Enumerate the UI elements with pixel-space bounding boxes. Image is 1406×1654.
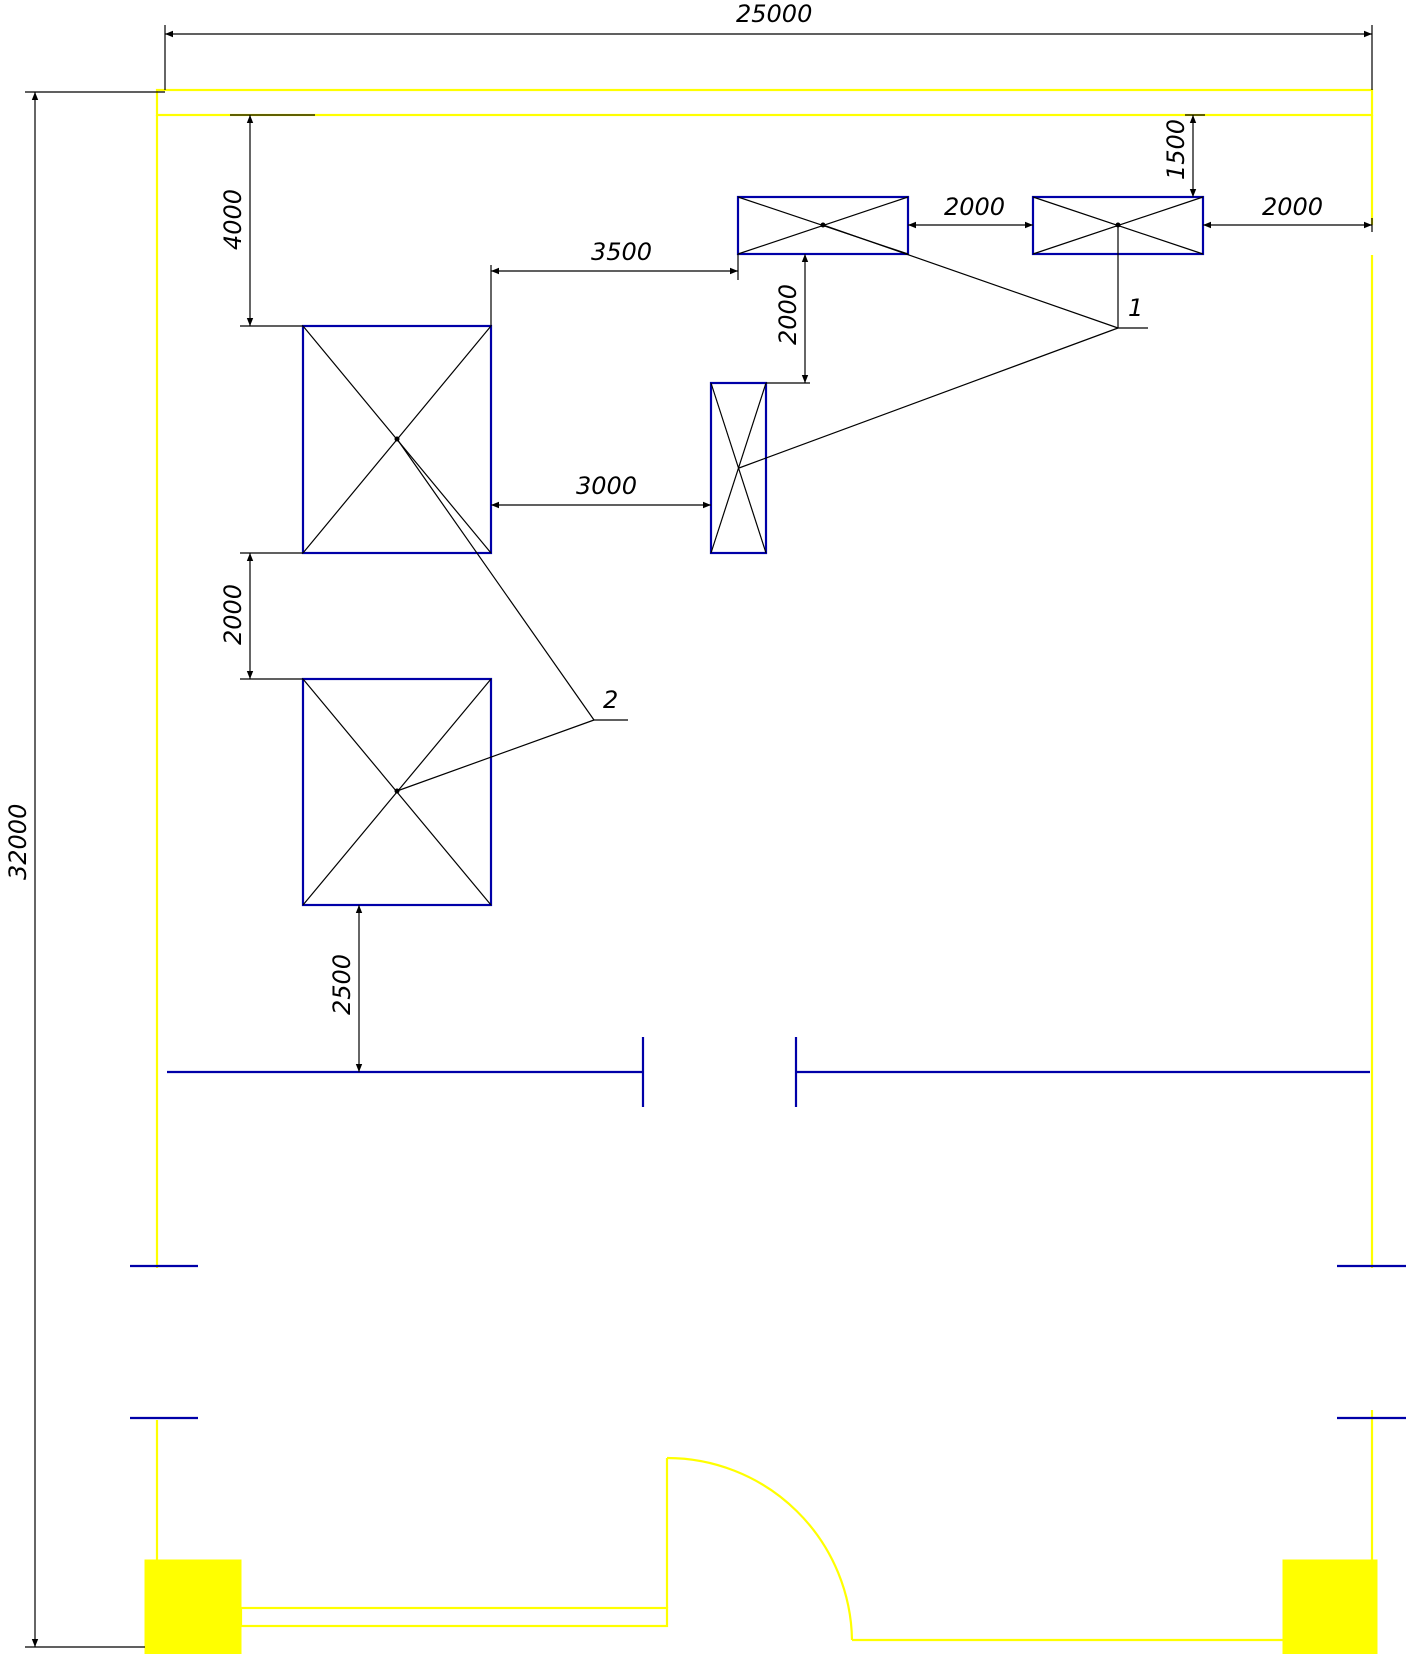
dimension-vertical-gap-right: 2000 [766,254,810,384]
leader-group-2: 2 [396,438,628,792]
dim-label-gap-upper-units: 2000 [944,193,1005,221]
dimension-gap-to-upper-unit: 3500 [490,238,739,326]
dim-label-overall-height: 32000 [4,804,32,880]
door-swing-arc [666,1456,854,1641]
dimension-gap-to-narrow-unit: 3000 [491,472,711,509]
column-right [1282,1559,1378,1654]
dim-label-bottom-clearance: 2500 [328,954,356,1015]
dimension-overall-width: 25000 [164,0,1373,90]
leader-group-1: 1 [738,224,1148,469]
equipment-unit-narrow [709,381,768,555]
dimension-overall-height: 32000 [4,91,165,1648]
building-walls [144,88,1378,1654]
equipment-unit-large-lower [301,677,493,907]
partition-lines [130,1037,1406,1420]
column-left [144,1559,242,1654]
dimension-gap-between-large-units: 2000 [219,552,303,680]
bottom-wall-left [239,1606,669,1628]
dim-label-top-offset-left: 4000 [219,189,247,250]
dimension-gap-upper-units: 2000 [908,193,1033,229]
dimension-top-offset-left: 4000 [219,114,315,327]
dim-label-vertical-gap-right: 2000 [774,284,802,345]
dim-label-overall-width: 25000 [736,0,812,28]
dim-label-gap-between-large-units: 2000 [219,584,247,645]
dimension-bottom-clearance: 2500 [328,905,363,1072]
leader-label-2: 2 [603,686,618,714]
dim-label-gap-to-upper-unit: 3500 [591,238,652,266]
dimension-right-margin: 2000 [1203,193,1373,232]
dim-label-right-margin: 2000 [1262,193,1323,221]
top-wall-band [155,88,1374,117]
dim-label-gap-to-narrow-unit: 3000 [576,472,637,500]
leader-label-1: 1 [1128,294,1143,322]
dim-label-top-offset-right: 1500 [1162,119,1190,180]
dimension-top-offset-right: 1500 [1162,114,1205,197]
